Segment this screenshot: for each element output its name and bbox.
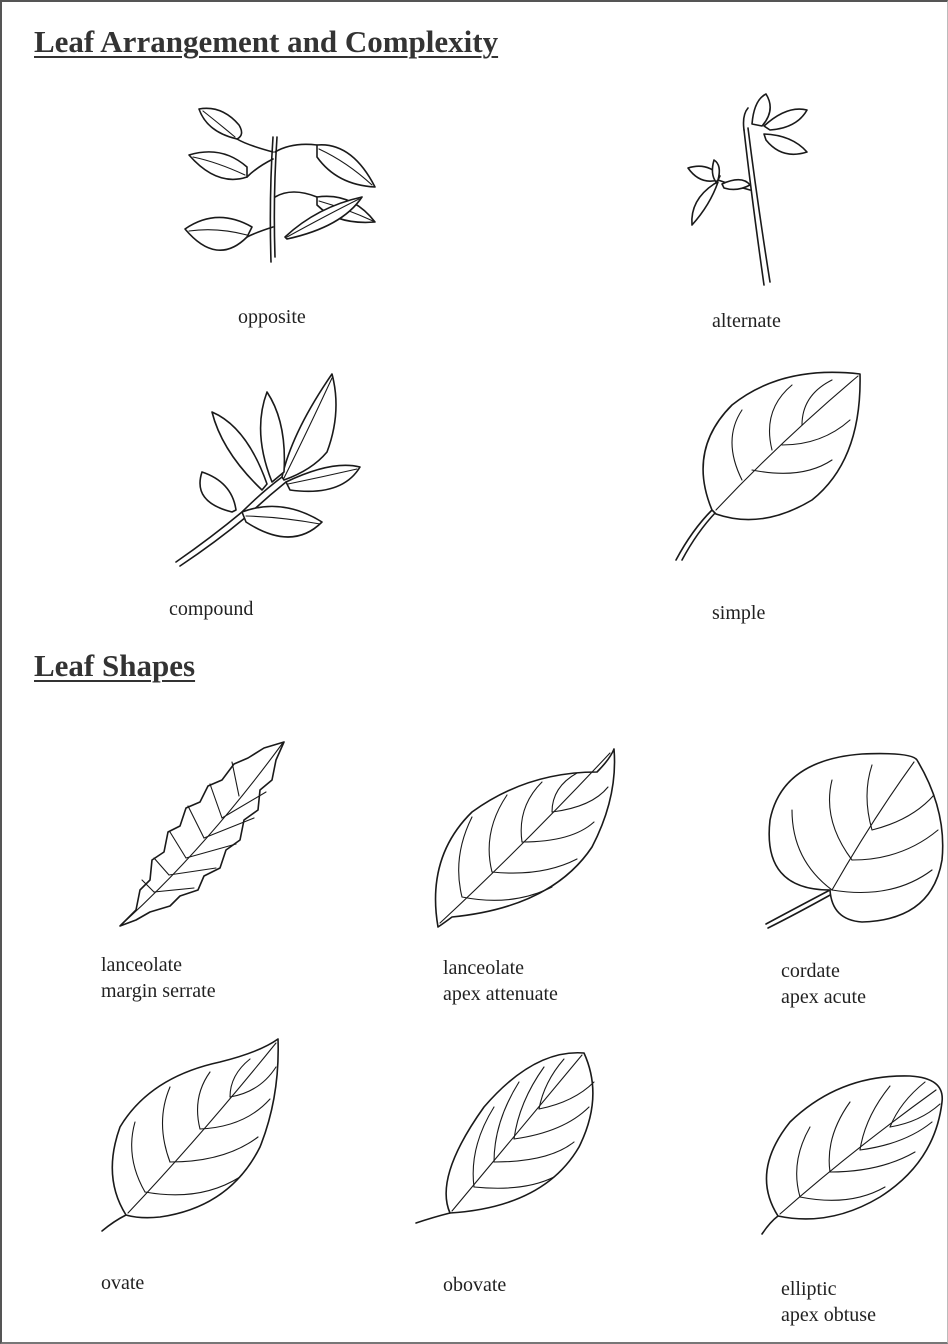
- ovate-leaf-illustration: [100, 1037, 282, 1237]
- label-simple: simple: [712, 600, 765, 626]
- label-compound: compound: [169, 596, 253, 622]
- label-lanceolate-serrate-2: margin serrate: [101, 978, 216, 1004]
- lanceolate-serrate-leaf-illustration: [114, 740, 289, 930]
- label-opposite: opposite: [238, 304, 306, 330]
- cordate-leaf-illustration: [762, 750, 947, 930]
- compound-leaf-illustration: [172, 372, 362, 572]
- label-cordate-1: cordate: [781, 958, 840, 984]
- label-elliptic-2: apex obtuse: [781, 1302, 876, 1328]
- label-ovate: ovate: [101, 1270, 144, 1296]
- elliptic-leaf-illustration: [760, 1072, 945, 1237]
- simple-leaf-illustration: [672, 370, 862, 565]
- opposite-leaves-illustration: [177, 97, 387, 267]
- label-obovate: obovate: [443, 1272, 506, 1298]
- label-lanceolate-attenuate-1: lanceolate: [443, 955, 524, 981]
- label-lanceolate-attenuate-2: apex attenuate: [443, 981, 558, 1007]
- label-lanceolate-serrate-1: lanceolate: [101, 952, 182, 978]
- label-alternate: alternate: [712, 308, 781, 334]
- section-title-shapes: Leaf Shapes: [34, 648, 195, 684]
- obovate-leaf-illustration: [414, 1047, 599, 1227]
- label-cordate-2: apex acute: [781, 984, 866, 1010]
- section-title-arrangement: Leaf Arrangement and Complexity: [34, 24, 498, 60]
- lanceolate-attenuate-leaf-illustration: [432, 747, 622, 932]
- label-elliptic-1: elliptic: [781, 1276, 837, 1302]
- alternate-leaves-illustration: [682, 90, 812, 290]
